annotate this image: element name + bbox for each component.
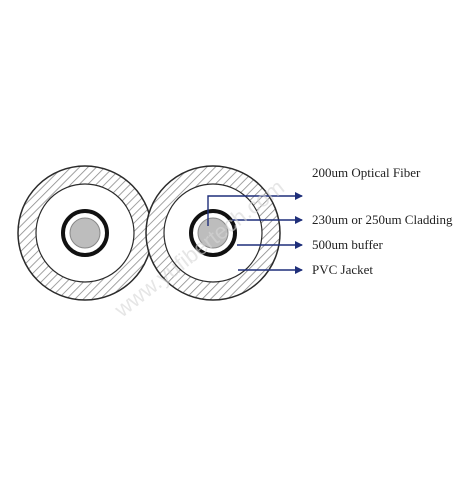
leader-arrows bbox=[207, 192, 303, 274]
left-cable bbox=[17, 165, 153, 301]
arrow-optical-fiber bbox=[207, 192, 303, 226]
right-fiber-core bbox=[197, 217, 229, 249]
right-cable bbox=[145, 165, 281, 301]
label-jacket: PVC Jacket bbox=[312, 262, 374, 277]
left-fiber-core bbox=[69, 217, 101, 249]
label-cladding: 230um or 250um Cladding bbox=[312, 212, 453, 227]
label-optical-fiber: 200um Optical Fiber bbox=[312, 165, 421, 180]
label-buffer: 500um buffer bbox=[312, 237, 383, 252]
